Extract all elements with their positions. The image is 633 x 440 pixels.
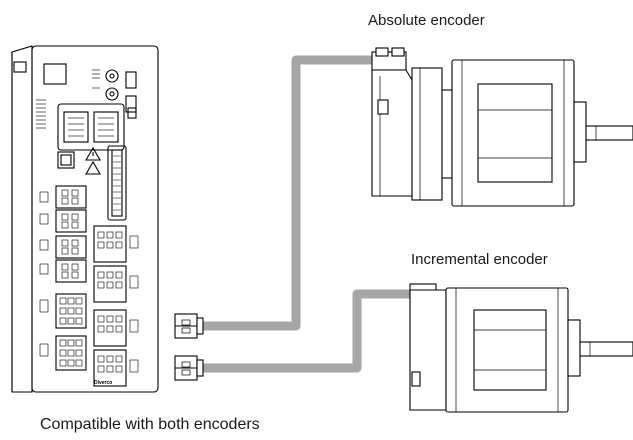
absolute-encoder-cable	[203, 60, 378, 326]
servo-driver	[12, 46, 158, 392]
absolute-encoder-motor	[372, 48, 633, 206]
driver-brand-logo: Diverco	[94, 380, 112, 386]
incremental-encoder-cable	[203, 294, 412, 368]
incremental-encoder-motor	[410, 284, 633, 412]
incremental-cable-connector	[175, 356, 203, 380]
cable-connectors	[175, 314, 203, 380]
absolute-cable-connector	[175, 314, 203, 338]
